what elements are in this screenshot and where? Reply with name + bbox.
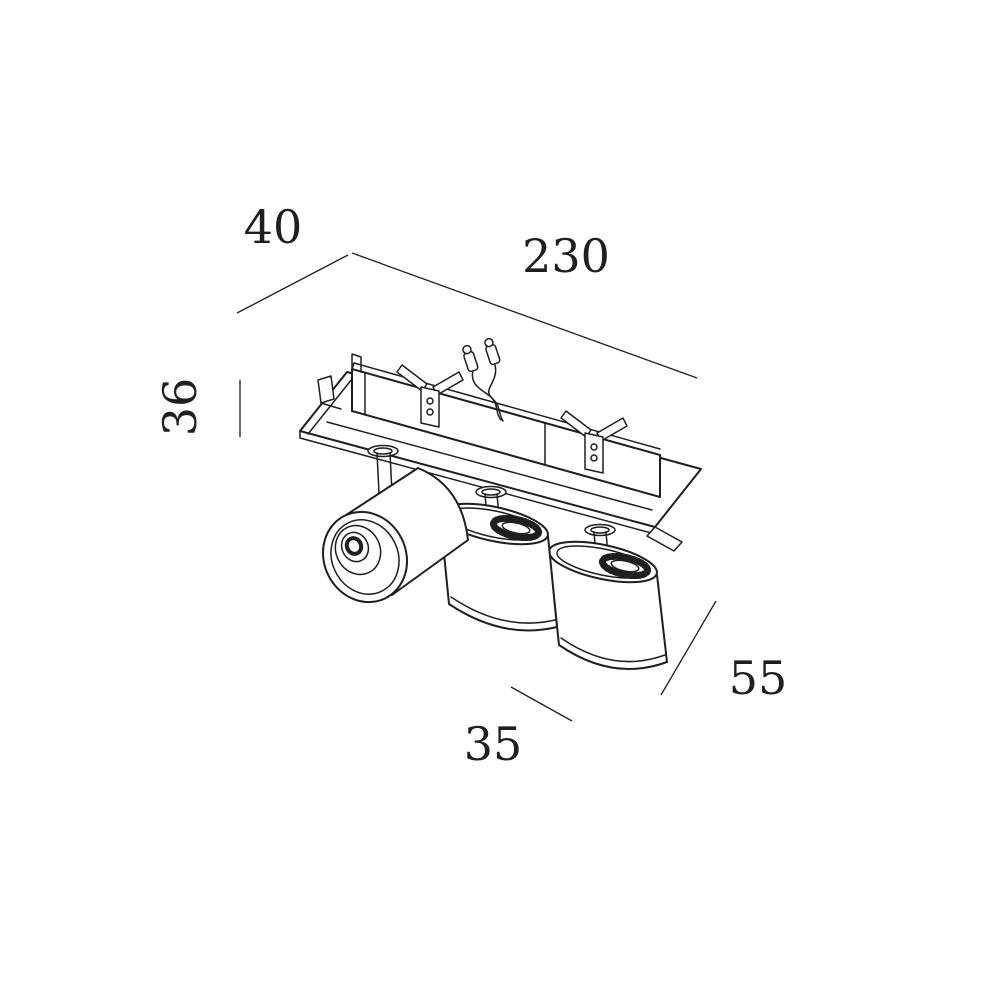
fixture-drawing [299,337,702,671]
rail-end-bracket [317,375,335,404]
spot-right [548,540,668,671]
lens-core [344,536,364,556]
spring-clip-right [560,410,628,474]
dimension-label-recess-height: 36 [153,378,207,437]
wire-connector [462,344,479,373]
dimension-line-spot-diameter [510,686,573,722]
heatsink-ring [489,514,543,542]
clip-hole [590,454,598,462]
dimension-annotations: 40 230 36 55 35 [153,200,787,771]
spot-left [321,467,469,604]
dimension-label-spot-length: 55 [729,651,788,705]
dimension-label-spot-diameter: 35 [464,717,523,771]
plate-end-cap [646,526,683,552]
cable-wire [488,364,502,421]
clip-hole [426,408,434,416]
dimension-label-plate-length: 230 [522,229,610,283]
power-cable [462,337,504,422]
spring-clip-left [396,364,464,428]
spot-middle [439,502,558,632]
wire-connector [484,337,501,366]
clip-hole [590,443,598,451]
dimension-line-plate-length [351,252,698,379]
dimension-line-spot-length [660,600,717,696]
dimension-label-plate-depth: 40 [244,200,303,254]
heatsink-ring [598,552,652,580]
clip-hole [426,397,434,405]
dimension-line-plate-depth [236,254,349,314]
